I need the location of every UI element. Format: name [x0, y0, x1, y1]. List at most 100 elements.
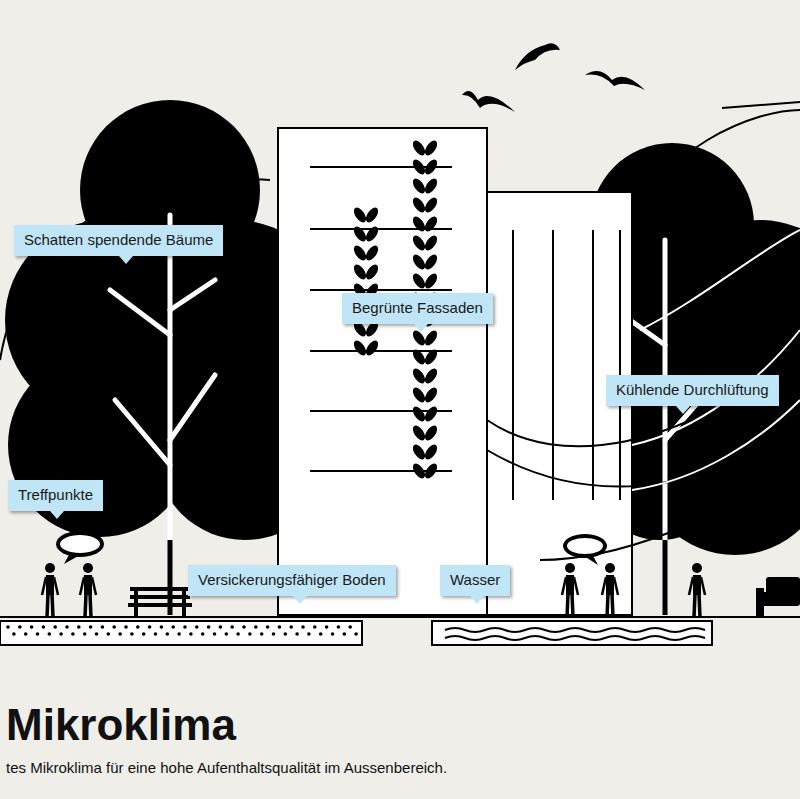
- leaf: [410, 176, 427, 195]
- ground-dot: [166, 632, 170, 636]
- ground-dot: [6, 625, 10, 629]
- ground-dot: [319, 632, 323, 636]
- ground-dot: [266, 625, 270, 629]
- leaf: [410, 385, 427, 404]
- callout-label: Wasser: [450, 571, 500, 589]
- ground-dot: [53, 625, 57, 629]
- window-lines: [513, 230, 620, 500]
- ground-dot: [65, 625, 69, 629]
- ground-dot: [177, 632, 181, 636]
- ground-dot: [278, 625, 282, 629]
- callout-label: Versickerungsfähiger Boden: [198, 571, 386, 589]
- leaf: [410, 233, 427, 252]
- leaf: [422, 195, 439, 214]
- leaf: [410, 404, 427, 423]
- ground-dot: [112, 625, 116, 629]
- leaf: [422, 385, 439, 404]
- callout-box: Begrünte Fassaden: [342, 293, 493, 324]
- ground-dot: [289, 625, 293, 629]
- leaf: [410, 347, 427, 366]
- ground-dot: [343, 632, 347, 636]
- ground-dot: [201, 632, 205, 636]
- leaf: [422, 461, 439, 480]
- arc-line: [722, 102, 800, 108]
- leaf: [422, 176, 439, 195]
- ground-dot: [148, 625, 152, 629]
- ground-dot: [107, 632, 111, 636]
- speech-bubbles: [56, 531, 607, 565]
- leaf: [422, 366, 439, 385]
- ground-dot: [71, 632, 75, 636]
- leaf: [363, 262, 380, 281]
- callout-pointer: [414, 324, 428, 332]
- callout-box: Versickerungsfähiger Boden: [188, 565, 396, 596]
- ground-dot: [183, 625, 187, 629]
- leaf: [351, 224, 368, 243]
- leaf: [422, 214, 439, 233]
- ground-dot: [24, 632, 28, 636]
- callout-pointer: [119, 256, 133, 264]
- leaf: [410, 271, 427, 290]
- ground-dot: [260, 632, 264, 636]
- ground-dot: [213, 632, 217, 636]
- callout-pointer: [470, 596, 484, 604]
- callout-label: Begrünte Fassaden: [352, 299, 483, 317]
- ground-dot: [219, 625, 223, 629]
- ground-dot: [225, 632, 229, 636]
- ground-dot: [171, 625, 175, 629]
- tree-trunk: [663, 540, 668, 615]
- callout-label: Schatten spendende Bäume: [24, 231, 213, 249]
- birds: [462, 43, 645, 112]
- leaf: [410, 138, 427, 157]
- caption: tes Mikroklima für eine hohe Aufenthalts…: [6, 759, 447, 776]
- callout-label: Kühlende Durchlüftung: [616, 381, 769, 399]
- permeable-ground: [0, 621, 362, 645]
- ground-dot: [136, 625, 140, 629]
- ground-dot: [189, 632, 193, 636]
- leaf: [422, 252, 439, 271]
- ground-dot: [154, 632, 158, 636]
- ground-dot: [195, 625, 199, 629]
- ground-dot: [272, 632, 276, 636]
- person: [602, 563, 618, 617]
- ground-dot: [42, 625, 46, 629]
- callout-box: Treffpunkte: [8, 480, 103, 511]
- leaf: [422, 271, 439, 290]
- leaf: [351, 205, 368, 224]
- ground-dot: [95, 632, 99, 636]
- ground-dot: [36, 632, 40, 636]
- ground-dot: [77, 625, 81, 629]
- sofa: [756, 577, 800, 617]
- ground-dot: [124, 625, 128, 629]
- ground-dot: [307, 632, 311, 636]
- person: [689, 563, 705, 617]
- leaf: [422, 157, 439, 176]
- leaf: [422, 347, 439, 366]
- ground-dot: [348, 625, 352, 629]
- person: [42, 563, 58, 617]
- leaf: [422, 404, 439, 423]
- leaf: [410, 366, 427, 385]
- person: [80, 563, 96, 617]
- ground-dot: [12, 632, 16, 636]
- ground-dot: [284, 632, 288, 636]
- ground-dot: [101, 625, 105, 629]
- leaf: [422, 442, 439, 461]
- person: [562, 563, 578, 617]
- leaf: [363, 205, 380, 224]
- ground-dot: [48, 632, 52, 636]
- callout-label: Treffpunkte: [18, 486, 93, 504]
- ground-dot: [313, 625, 317, 629]
- ground-dot: [142, 632, 146, 636]
- water-strip: [432, 621, 712, 645]
- leaf: [410, 157, 427, 176]
- ground-dot: [337, 625, 341, 629]
- ground-dot: [325, 625, 329, 629]
- leaf: [410, 442, 427, 461]
- leaf: [363, 224, 380, 243]
- leaf: [351, 338, 368, 357]
- ground-dot: [130, 632, 134, 636]
- water-waves: [445, 628, 705, 640]
- leaf: [363, 243, 380, 262]
